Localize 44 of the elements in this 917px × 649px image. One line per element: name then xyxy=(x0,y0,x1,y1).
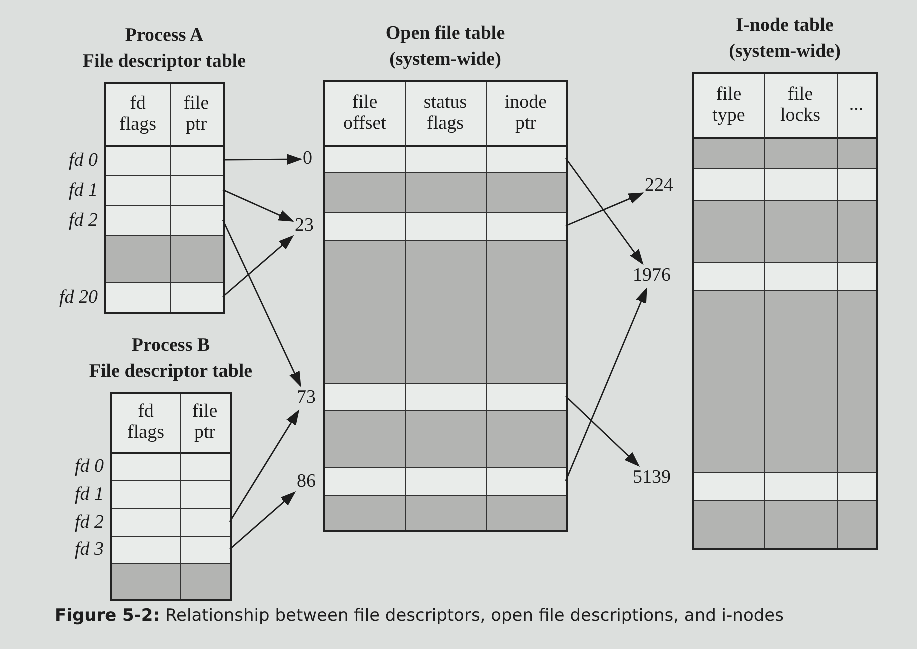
arrow xyxy=(222,236,294,298)
row-label: fd 3 xyxy=(74,539,104,561)
table-title: I-node table xyxy=(736,14,834,38)
table-title: File descriptor table xyxy=(82,50,246,74)
column-header: file locks xyxy=(780,84,821,126)
row-label: fd 2 xyxy=(68,210,98,232)
row-label: fd 1 xyxy=(74,484,104,506)
arrow xyxy=(229,410,300,522)
table-index: 224 xyxy=(645,176,674,197)
column-header: fd flags xyxy=(120,94,156,136)
arrow xyxy=(230,492,296,550)
column-header: status flags xyxy=(424,92,468,134)
table-title: Process B xyxy=(132,334,210,358)
row-label: fd 0 xyxy=(74,456,104,478)
table-title: (system-wide) xyxy=(390,48,502,72)
column-header: fd flags xyxy=(128,402,164,444)
table-title: Process A xyxy=(125,24,204,48)
row-label: fd 20 xyxy=(59,286,98,308)
row-label: fd 0 xyxy=(68,150,98,172)
column-header: file ptr xyxy=(184,94,210,136)
arrow xyxy=(566,396,640,466)
table-index: 23 xyxy=(295,216,314,237)
table-index: 5139 xyxy=(633,468,671,489)
arrow xyxy=(566,192,644,227)
table-index: 73 xyxy=(297,388,316,409)
arrow xyxy=(565,158,644,264)
figure-caption: Figure 5-2: Relationship between file descriptors, open file descriptions, and i-nodes xyxy=(55,606,784,626)
row-label: fd 1 xyxy=(68,180,98,202)
arrow xyxy=(565,288,648,482)
table-index: 0 xyxy=(303,149,312,170)
row-label: fd 2 xyxy=(74,512,104,534)
column-header: ... xyxy=(849,95,864,116)
table-title: (system-wide) xyxy=(729,40,841,64)
column-header: file ptr xyxy=(192,402,218,444)
table-index: 86 xyxy=(297,472,316,493)
arrow xyxy=(222,220,302,386)
column-header: file offset xyxy=(344,92,386,134)
table-title: File descriptor table xyxy=(89,360,253,384)
table-title: Open file table xyxy=(386,22,506,46)
column-header: inode ptr xyxy=(504,92,548,134)
table-index: 1976 xyxy=(633,266,671,287)
column-header: file type xyxy=(712,84,746,126)
arrow xyxy=(223,154,302,166)
arrow xyxy=(222,189,294,222)
